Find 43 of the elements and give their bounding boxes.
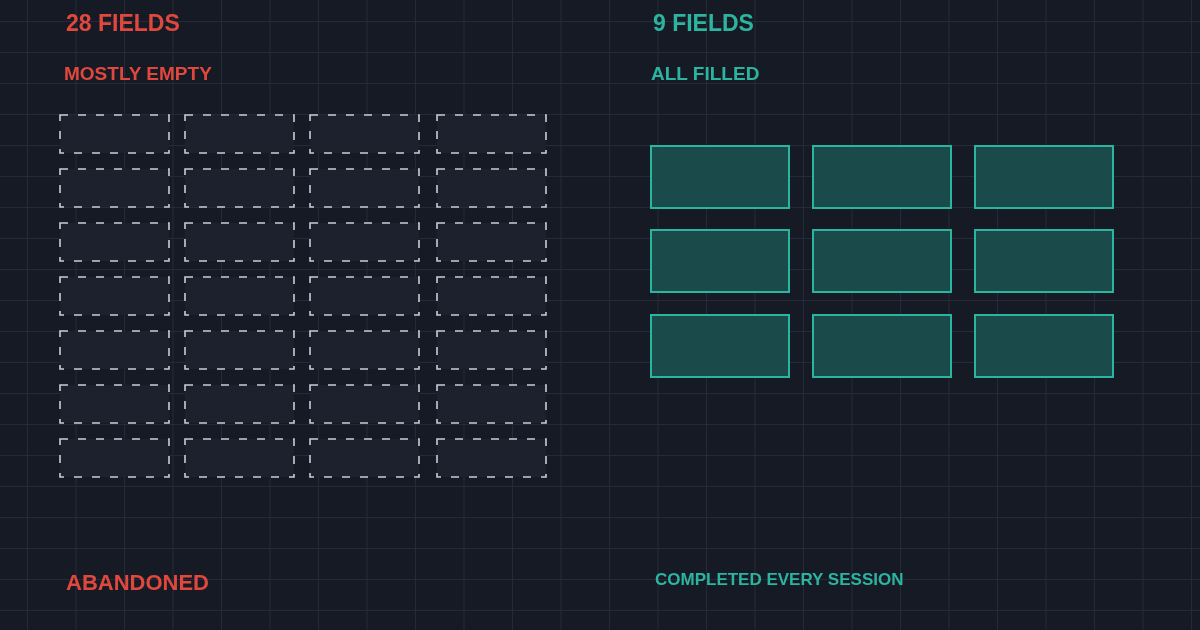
filled-field-box xyxy=(651,146,789,208)
filled-field-box xyxy=(651,315,789,377)
dashed-field-box xyxy=(185,439,294,477)
dashed-field-box xyxy=(437,115,546,153)
dashed-field-box xyxy=(310,439,419,477)
dashed-field-box xyxy=(185,331,294,369)
filled-field-box xyxy=(813,146,951,208)
dashed-field-box xyxy=(437,385,546,423)
filled-field-box xyxy=(813,230,951,292)
dashed-field-box xyxy=(60,223,169,261)
dashed-field-box xyxy=(437,331,546,369)
dashed-field-box xyxy=(310,169,419,207)
filled-field-box xyxy=(813,315,951,377)
field-count-heading: 28 FIELDS xyxy=(66,12,180,35)
dashed-field-box xyxy=(310,277,419,315)
status-label: MOSTLY EMPTY xyxy=(64,64,212,83)
dashed-field-box xyxy=(185,169,294,207)
dashed-field-box xyxy=(60,385,169,423)
dashed-field-box xyxy=(60,331,169,369)
outcome-label: ABANDONED xyxy=(66,572,209,594)
dashed-field-box xyxy=(310,115,419,153)
filled-field-box xyxy=(651,230,789,292)
dashed-field-box xyxy=(310,385,419,423)
dashed-field-box xyxy=(310,331,419,369)
dashed-field-box xyxy=(437,223,546,261)
dashed-field-box xyxy=(437,439,546,477)
filled-field-box xyxy=(975,230,1113,292)
dashed-field-box xyxy=(60,169,169,207)
dashed-field-box xyxy=(185,115,294,153)
dashed-field-box xyxy=(185,385,294,423)
filled-field-box xyxy=(975,146,1113,208)
dashed-field-box xyxy=(310,223,419,261)
dashed-field-box xyxy=(437,277,546,315)
dashed-field-box xyxy=(60,277,169,315)
status-label: ALL FILLED xyxy=(651,64,760,83)
filled-field-box xyxy=(975,315,1113,377)
dashed-field-box xyxy=(60,439,169,477)
dashed-field-box xyxy=(185,277,294,315)
dashed-field-box xyxy=(437,169,546,207)
dashed-field-box xyxy=(60,115,169,153)
field-count-heading: 9 FIELDS xyxy=(653,12,754,35)
dashed-field-box xyxy=(185,223,294,261)
outcome-label: COMPLETED EVERY SESSION xyxy=(655,571,904,588)
